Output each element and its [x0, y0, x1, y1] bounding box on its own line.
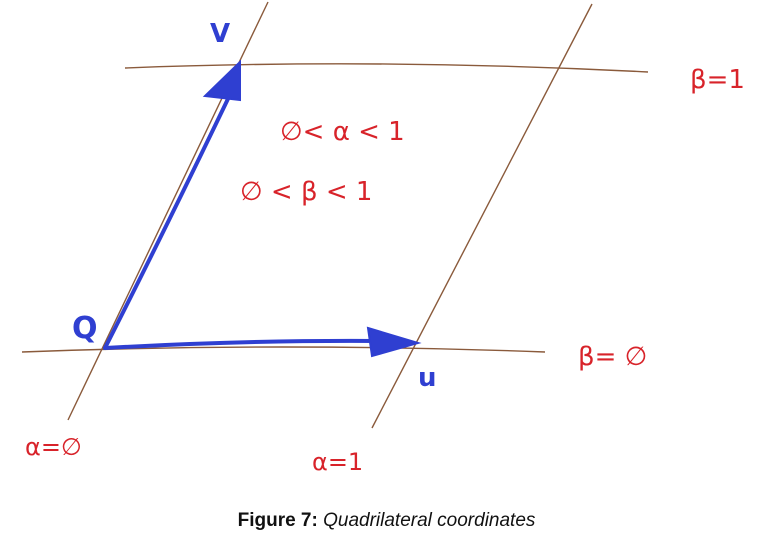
label-u: u	[418, 363, 437, 393]
label-beta-range: ∅ < β < 1	[240, 177, 372, 207]
vector-v	[103, 76, 240, 350]
label-beta-one: β=1	[690, 65, 745, 95]
label-q: Q	[72, 311, 98, 346]
label-alpha-zero: α=∅	[25, 433, 82, 461]
label-alpha-one: α=1	[312, 448, 363, 476]
caption-text: Quadrilateral coordinates	[323, 510, 536, 531]
caption-number: Figure 7:	[237, 510, 318, 531]
vector-u	[103, 338, 382, 350]
line-beta-one	[124, 63, 649, 73]
label-alpha-range: ∅< α < 1	[280, 117, 405, 147]
vector-v-arrowhead	[202, 59, 241, 102]
line-alpha-one	[371, 3, 593, 429]
vector-u-arrowhead	[366, 326, 422, 358]
label-beta-zero: β= ∅	[578, 342, 647, 372]
diagram-canvas: V u Q ∅< α < 1 ∅ < β < 1 β=1 β= ∅ α=∅ α=…	[21, 1, 745, 476]
line-beta-zero	[21, 346, 546, 353]
figure-caption: Figure 7: Quadrilateral coordinates	[0, 510, 773, 532]
label-v: V	[210, 19, 230, 49]
